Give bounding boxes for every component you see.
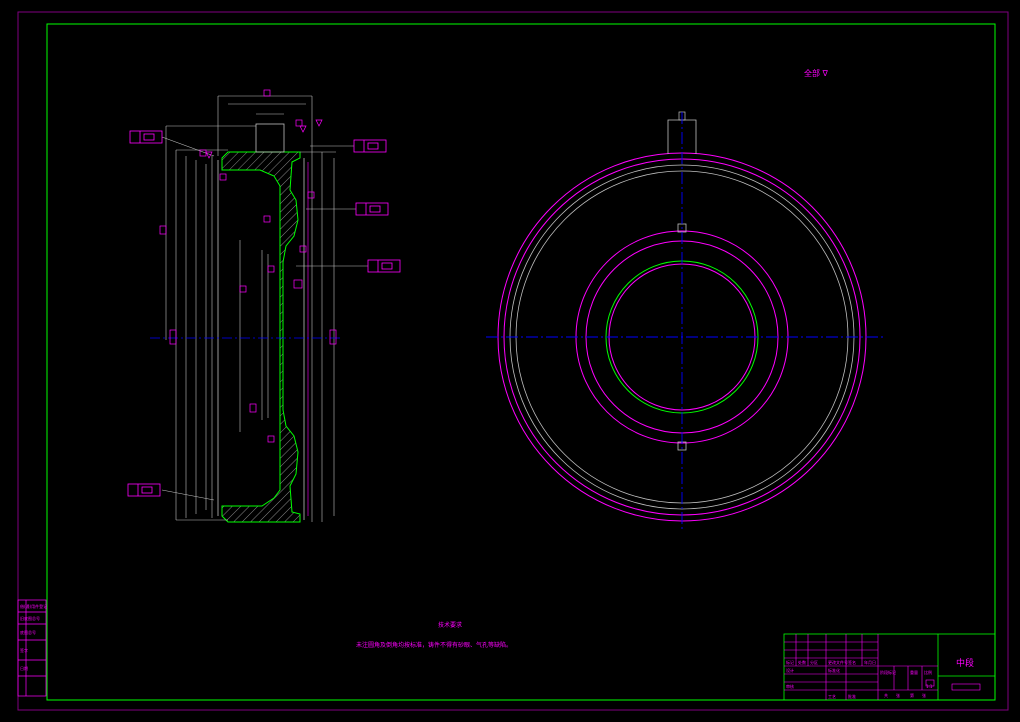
title-field: 设计 <box>786 667 794 673</box>
tolerance-tag <box>127 483 161 497</box>
tech-note: 未注圆角及倒角均按标准，铸件不得有砂眼、气孔等缺陷。 <box>356 641 512 649</box>
title-block <box>783 633 996 701</box>
title-field: 处数 <box>798 659 806 665</box>
tech-title: 技术要求 <box>438 621 462 629</box>
key-boss <box>255 123 285 153</box>
tolerance-tag <box>367 259 401 273</box>
title-field: 比例 <box>924 669 932 675</box>
section-profile <box>221 151 301 523</box>
side-label: 旧底图总号 <box>20 615 40 621</box>
tolerance-tag <box>355 202 389 216</box>
title-block-grid <box>784 634 981 700</box>
inner-frame <box>46 23 996 701</box>
section-view <box>127 89 401 523</box>
tolerance-tag <box>129 130 163 144</box>
tolerance-tag <box>353 139 387 153</box>
surface-finish-note: 全部 ∇ <box>804 68 829 78</box>
title-field: 共 <box>884 692 888 698</box>
side-block <box>17 599 47 697</box>
title-field: 年月日 <box>864 659 876 665</box>
title-field: 批准 <box>848 693 856 699</box>
title-field: 第 <box>910 692 914 698</box>
side-label: 底图总号 <box>20 629 36 635</box>
title-field: 更改文件号 <box>828 659 848 665</box>
title-field: 分区 <box>810 659 818 665</box>
side-block-labels: 借(通)用件登记 旧底图总号 底图总号 签字 日期 <box>20 603 47 671</box>
scale-value: 1:1 <box>926 684 933 689</box>
title-field: 张 <box>896 692 900 698</box>
title-field: 标准化 <box>828 667 840 673</box>
title-field: 工艺 <box>828 694 836 699</box>
title-field: 审核 <box>786 683 794 689</box>
title-field: 标记 <box>786 659 794 665</box>
title-field: 阶段标记 <box>880 669 896 675</box>
title-field: 张 <box>922 692 926 698</box>
side-label: 借(通)用件登记 <box>20 603 47 609</box>
side-label: 签字 <box>20 647 28 653</box>
title-field: 重量 <box>910 669 918 675</box>
outer-frame <box>17 11 1009 711</box>
title-field: 签名 <box>848 659 856 665</box>
side-label: 日期 <box>20 665 28 671</box>
part-name: 中段 <box>956 657 974 669</box>
front-view <box>486 111 886 532</box>
